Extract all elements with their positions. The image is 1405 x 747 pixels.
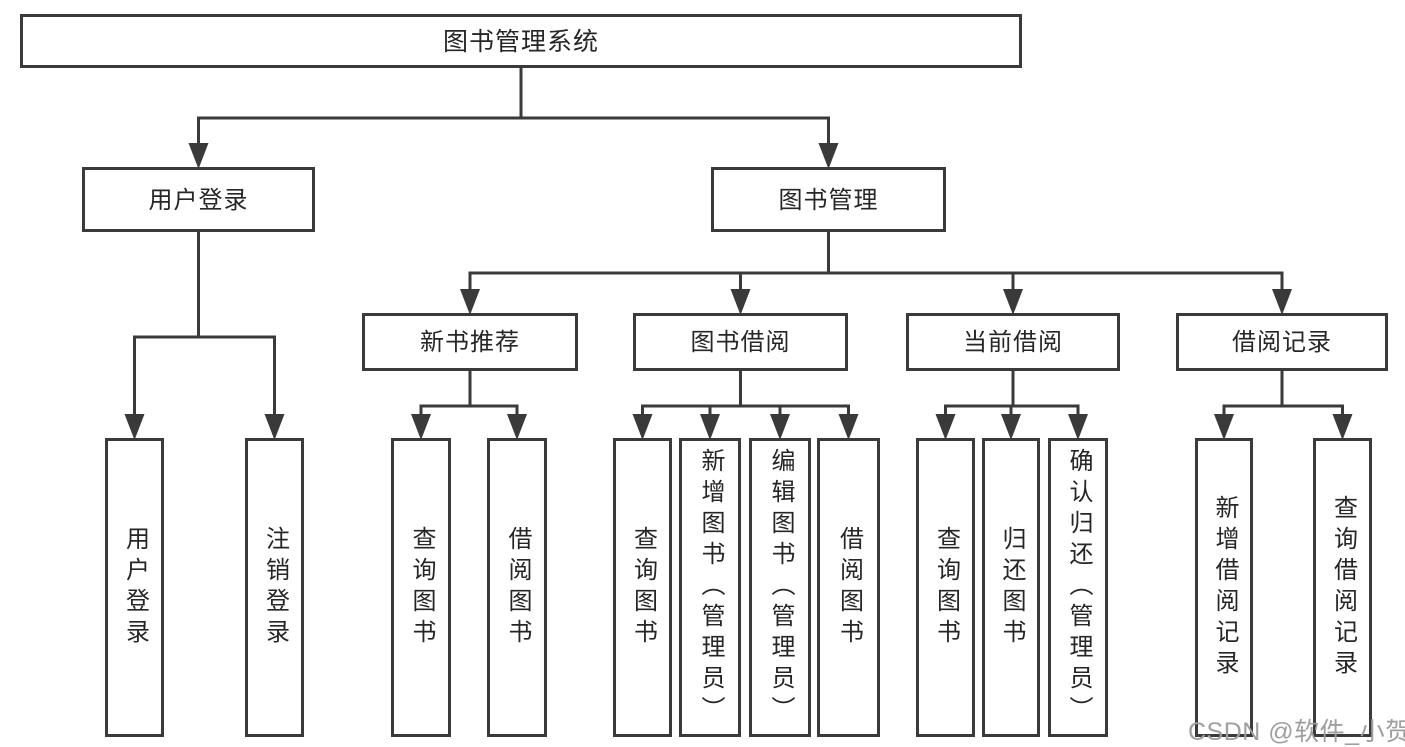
node-label-user-login: 用户登录 [148,186,249,214]
node-label-current-borrowing: 当前借阅 [963,329,1063,356]
node-leaf-add-borrow-record: 新增借阅记录 [1195,438,1253,737]
node-label-leaf-query-borrow-record: 查询借阅记录 [1329,494,1357,681]
node-label-leaf-add-borrow-record: 新增借阅记录 [1211,494,1238,681]
node-label-new-book-recommend: 新书推荐 [420,329,520,356]
node-leaf-logout: 注销登录 [245,438,304,737]
node-leaf-return-books: 归还图书 [982,438,1040,737]
node-label-book-borrowing: 图书借阅 [690,329,791,356]
node-label-leaf-edit-books: 编辑图书（管理员） [767,448,794,727]
node-book-management: 图书管理 [711,167,946,232]
node-label-borrowing-records: 借阅记录 [1232,329,1332,356]
node-leaf-query-books-3: 查询图书 [916,438,975,737]
node-leaf-edit-books: 编辑图书（管理员） [749,438,811,737]
node-label-leaf-query-books-1: 查询图书 [408,525,435,650]
node-leaf-borrow-books-1: 借阅图书 [487,438,547,737]
node-label-leaf-borrow-books-2: 借阅图书 [835,525,863,650]
node-borrowing-records: 借阅记录 [1176,313,1388,371]
node-label-leaf-query-books-2: 查询图书 [629,525,657,650]
node-leaf-query-books-2: 查询图书 [613,438,672,737]
node-label-book-management: 图书管理 [778,186,879,214]
node-leaf-user-login: 用户登录 [105,438,164,737]
node-leaf-query-books-1: 查询图书 [391,438,451,737]
node-label-leaf-query-books-3: 查询图书 [932,525,960,650]
node-label-leaf-user-login: 用户登录 [121,525,149,650]
node-current-borrowing: 当前借阅 [906,313,1120,371]
node-label-leaf-add-books: 新增图书（管理员） [697,448,724,727]
node-label-root: 图书管理系统 [442,27,599,56]
node-leaf-add-books: 新增图书（管理员） [679,438,741,737]
node-leaf-confirm-return: 确认归还（管理员） [1048,438,1108,737]
node-root: 图书管理系统 [20,14,1022,68]
node-leaf-borrow-books-2: 借阅图书 [817,438,880,737]
node-label-leaf-logout: 注销登录 [261,525,289,650]
node-label-leaf-confirm-return: 确认归还（管理员） [1065,448,1092,727]
node-label-leaf-return-books: 归还图书 [998,525,1025,650]
node-leaf-query-borrow-record: 查询借阅记录 [1313,438,1372,737]
node-book-borrowing: 图书借阅 [633,313,848,371]
node-label-leaf-borrow-books-1: 借阅图书 [504,525,531,650]
watermark: CSDN @软件_小贺同学 [1188,718,1405,746]
node-new-book-recommend: 新书推荐 [362,313,578,371]
node-user-login: 用户登录 [82,167,315,232]
